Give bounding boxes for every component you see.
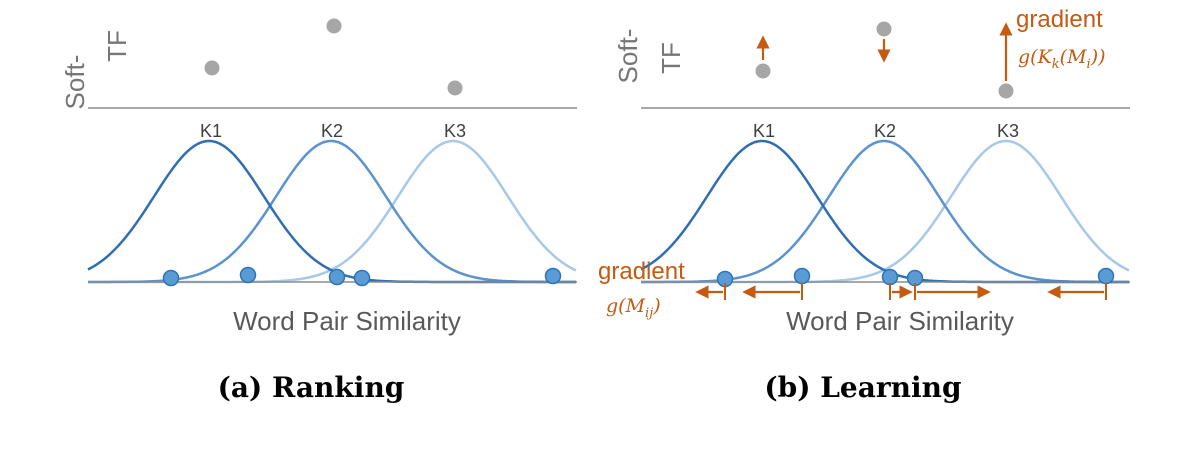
panel-a-kernel-label-k1: K1: [200, 121, 222, 141]
panel-a-x-label: Word Pair Similarity: [233, 306, 461, 336]
panel-a-kernel-curve-k1: [87, 139, 576, 284]
panel-a-word-pair-dot: [353, 269, 371, 287]
panel-b-top-gradient-word: gradient: [1016, 6, 1103, 33]
panel-a-kernel-curve-k2: [88, 139, 576, 284]
panel-a: Soft- TF K1 K2 K3 Word Pair Similarity (…: [60, 18, 577, 404]
panel-b-kernel-label-k1: K1: [753, 121, 775, 141]
panel-b-x-label: Word Pair Similarity: [786, 306, 1014, 336]
panel-a-word-pair-dot: [328, 268, 346, 286]
panel-b-bottom-gradient-word: gradient: [598, 258, 685, 285]
panel-b-ylabel-tf: TF: [656, 42, 686, 74]
panel-a-word-pair-dot: [544, 267, 562, 285]
panel-b-softtf-point-k3: [998, 83, 1014, 99]
panel-a-softtf-point-k2: [326, 18, 342, 34]
panel-b-bottom-gradient-formula: g(Mij): [606, 295, 661, 321]
panel-a-softtf-point-k3: [447, 80, 463, 96]
panel-b-ylabel-soft: Soft-: [613, 29, 643, 84]
panel-a-ylabel-tf: TF: [102, 30, 132, 62]
panel-b-kernel-curve-k2: [641, 139, 1129, 284]
panel-b-softtf-point-k1: [755, 63, 771, 79]
panel-a-word-pair-dot: [239, 266, 257, 284]
panel-b-top-gradient-formula: g(Kk(Mi)): [1018, 46, 1106, 72]
panel-b-word-pair-dot: [793, 267, 811, 285]
panel-a-kernel-curve-k3: [88, 139, 577, 284]
panel-a-kernel-label-k2: K2: [321, 121, 343, 141]
panel-a-ylabel-soft: Soft-: [60, 55, 90, 110]
panel-b-kernel-label-k3: K3: [997, 121, 1019, 141]
panel-a-kernel-label-k3: K3: [444, 121, 466, 141]
panel-b-caption: (b) Learning: [764, 371, 961, 404]
panel-b-word-pair-dot: [881, 268, 899, 286]
panel-b-softtf-point-k2: [876, 21, 892, 37]
panel-a-caption: (a) Ranking: [218, 371, 405, 404]
panel-b-word-pair-dot: [1097, 267, 1115, 285]
panel-b-kernel-curve-k1: [640, 139, 1129, 284]
panel-a-softtf-point-k1: [204, 60, 220, 76]
panel-b: Soft- TF gradient g(Kk(Mi)) K1 K2 K3: [598, 6, 1130, 404]
panel-b-kernel-curve-k3: [641, 139, 1130, 284]
panel-a-word-pair-dot: [162, 269, 180, 287]
panel-b-kernel-label-k2: K2: [874, 121, 896, 141]
